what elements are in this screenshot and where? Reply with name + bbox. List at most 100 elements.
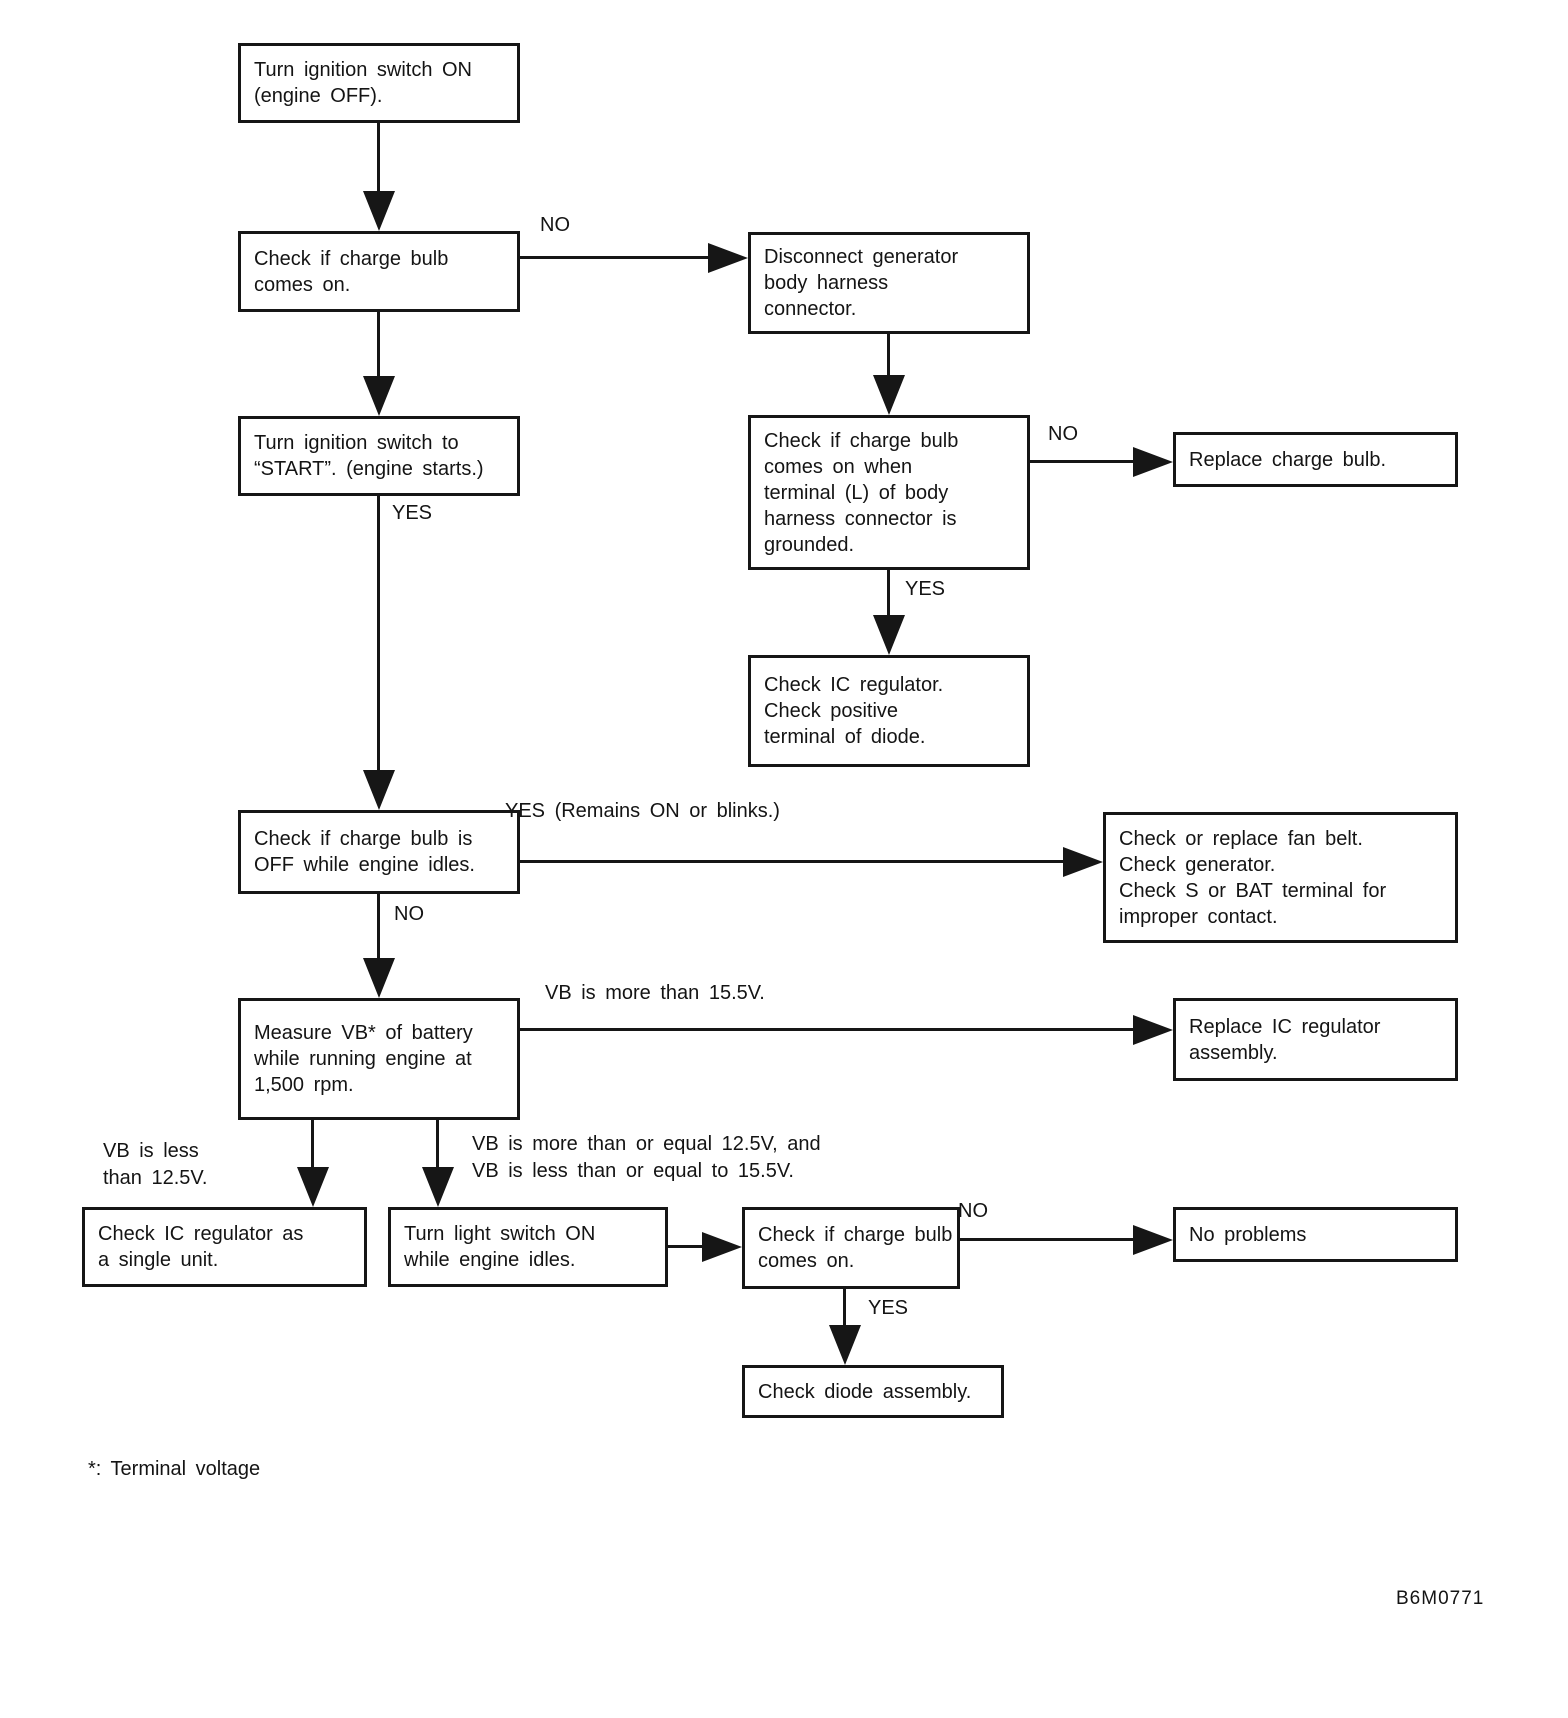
- flow-node-text: a single unit.: [98, 1249, 219, 1271]
- flow-node-text: Check if charge bulb: [758, 1224, 953, 1246]
- flow-node-text: “START”. (engine starts.): [254, 458, 484, 480]
- connector-line-c6: [887, 570, 890, 617]
- edge-label-text: VB is more than or equal 12.5V, and: [472, 1133, 821, 1155]
- flow-node-check-diode-assembly: Check diode assembly.: [742, 1365, 1004, 1418]
- flow-node-text: comes on.: [254, 273, 351, 296]
- flow-node-text: Check if charge bulb: [764, 429, 959, 452]
- figure-code: B6M0771: [1396, 1588, 1485, 1609]
- arrowhead-icon-c12: [422, 1167, 454, 1207]
- flow-node-text: Check or replace fan belt.: [1119, 827, 1363, 850]
- flow-node-text: Check IC regulator.: [764, 674, 944, 696]
- flow-node-check-ic-regulator-diode: Check IC regulator. Check positive termina…: [748, 655, 1030, 767]
- flow-node-text: No problems: [1189, 1223, 1307, 1246]
- flow-node-turn-light-switch: Turn light switch ON while engine idles.: [388, 1207, 668, 1287]
- edge-label-label-no-3: NO: [394, 901, 424, 928]
- edge-label-text: NO: [1048, 423, 1078, 445]
- edge-label-label-vb-high: VB is more than 15.5V.: [545, 980, 765, 1007]
- flow-node-turn-ignition-on: Turn ignition switch ON (engine OFF).: [238, 43, 520, 123]
- arrowhead-icon-c4: [363, 376, 395, 416]
- flow-node-text: Check if charge bulb is: [254, 828, 473, 850]
- arrowhead-icon-c11: [297, 1167, 329, 1207]
- connector-line-c9: [377, 894, 380, 960]
- flow-node-text: grounded.: [764, 533, 855, 556]
- flow-node-text: Disconnect generator: [764, 246, 959, 268]
- edge-label-text: VB is more than 15.5V.: [545, 982, 765, 1004]
- arrowhead-icon-c6: [873, 615, 905, 655]
- connector-line-c10: [520, 1028, 1135, 1031]
- arrowhead-icon-c15: [829, 1325, 861, 1365]
- edge-label-text: YES: [868, 1297, 909, 1319]
- flow-node-text: improper contact.: [1119, 905, 1278, 928]
- connector-line-c5: [1030, 460, 1135, 463]
- flow-node-text: terminal (L) of body: [764, 481, 949, 504]
- arrowhead-icon-c7: [363, 770, 395, 810]
- flow-node-text: Check IC regulator as: [98, 1223, 304, 1245]
- flow-node-text: while engine idles.: [404, 1249, 576, 1271]
- flow-node-check-bulb-terminal-grounded: Check if charge bulb comes on when termina…: [748, 415, 1030, 570]
- flow-node-text: Check S or BAT terminal for: [1119, 879, 1387, 902]
- flow-node-text: (engine OFF).: [254, 85, 383, 107]
- connector-line-c8: [520, 860, 1065, 863]
- arrowhead-icon-c10: [1133, 1015, 1173, 1045]
- arrowhead-icon-c3: [873, 375, 905, 415]
- edge-label-label-no-1: NO: [540, 212, 570, 239]
- connector-line-c7: [377, 496, 380, 772]
- flow-node-text: comes on when: [764, 455, 913, 478]
- edge-label-text: VB is less: [103, 1140, 199, 1162]
- connector-line-c1: [377, 123, 380, 193]
- flow-node-text: Turn ignition switch to: [254, 432, 459, 454]
- connector-line-c3: [887, 334, 890, 377]
- edge-label-label-vb-mid: VB is more than or equal 12.5V, and VB is…: [472, 1131, 821, 1185]
- edge-label-label-yes-3: YES: [868, 1295, 908, 1322]
- edge-label-label-no-2: NO: [1048, 421, 1078, 448]
- connector-line-c11: [311, 1120, 314, 1169]
- edge-label-text: YES (Remains ON or blinks.): [505, 800, 780, 822]
- flow-node-replace-charge-bulb: Replace charge bulb.: [1173, 432, 1458, 487]
- edge-label-text: VB is less than or equal to 15.5V.: [472, 1160, 794, 1182]
- flow-node-text: Measure VB* of battery: [254, 1022, 473, 1044]
- flow-node-text: Turn ignition switch ON: [254, 59, 472, 81]
- footnote-terminal-voltage: *: Terminal voltage: [88, 1458, 261, 1480]
- arrowhead-icon-c5: [1133, 447, 1173, 477]
- flow-node-text: comes on.: [758, 1250, 855, 1272]
- edge-label-text: NO: [394, 903, 424, 925]
- connector-line-c13: [668, 1245, 704, 1248]
- flow-node-text: harness connector is: [764, 507, 957, 530]
- flow-node-text: Check if charge bulb: [254, 247, 449, 270]
- arrowhead-icon-c13: [702, 1232, 742, 1262]
- flow-node-text: body harness: [764, 272, 889, 294]
- flow-node-text: Replace charge bulb.: [1189, 448, 1387, 471]
- connector-line-c15: [843, 1289, 846, 1327]
- flow-node-text: assembly.: [1189, 1041, 1278, 1064]
- flow-node-text: Turn light switch ON: [404, 1223, 596, 1245]
- flow-node-text: OFF while engine idles.: [254, 854, 475, 876]
- flow-node-replace-ic-regulator: Replace IC regulator assembly.: [1173, 998, 1458, 1081]
- arrowhead-icon-c9: [363, 958, 395, 998]
- edge-label-text: YES: [905, 578, 946, 600]
- edge-label-text: NO: [958, 1200, 988, 1222]
- arrowhead-icon-c8: [1063, 847, 1103, 877]
- flow-node-text: terminal of diode.: [764, 726, 926, 748]
- edge-label-text: YES: [392, 502, 433, 524]
- edge-label-label-no-4: NO: [958, 1198, 988, 1225]
- flow-node-text: connector.: [764, 298, 857, 320]
- flow-node-text: Check positive: [764, 700, 899, 722]
- connector-line-c14: [960, 1238, 1135, 1241]
- flow-node-disconnect-connector: Disconnect generator body harness connecto…: [748, 232, 1030, 334]
- flow-node-turn-ignition-start: Turn ignition switch to “START”. (engine …: [238, 416, 520, 496]
- flow-node-check-bulb-light-on: Check if charge bulb comes on.: [742, 1207, 960, 1289]
- arrowhead-icon-c1: [363, 191, 395, 231]
- edge-label-label-yes-2: YES: [392, 500, 432, 527]
- arrowhead-icon-c2: [708, 243, 748, 273]
- edge-label-label-yes-remains: YES (Remains ON or blinks.): [505, 798, 780, 825]
- flow-node-text: Replace IC regulator: [1189, 1015, 1381, 1038]
- arrowhead-icon-c14: [1133, 1225, 1173, 1255]
- flow-node-check-fan-belt-generator: Check or replace fan belt. Check generato…: [1103, 812, 1458, 943]
- flow-node-text: Check generator.: [1119, 853, 1276, 876]
- edge-label-text: NO: [540, 214, 570, 236]
- flow-node-check-ic-single-unit: Check IC regulator as a single unit.: [82, 1207, 367, 1287]
- connector-line-c2: [520, 256, 710, 259]
